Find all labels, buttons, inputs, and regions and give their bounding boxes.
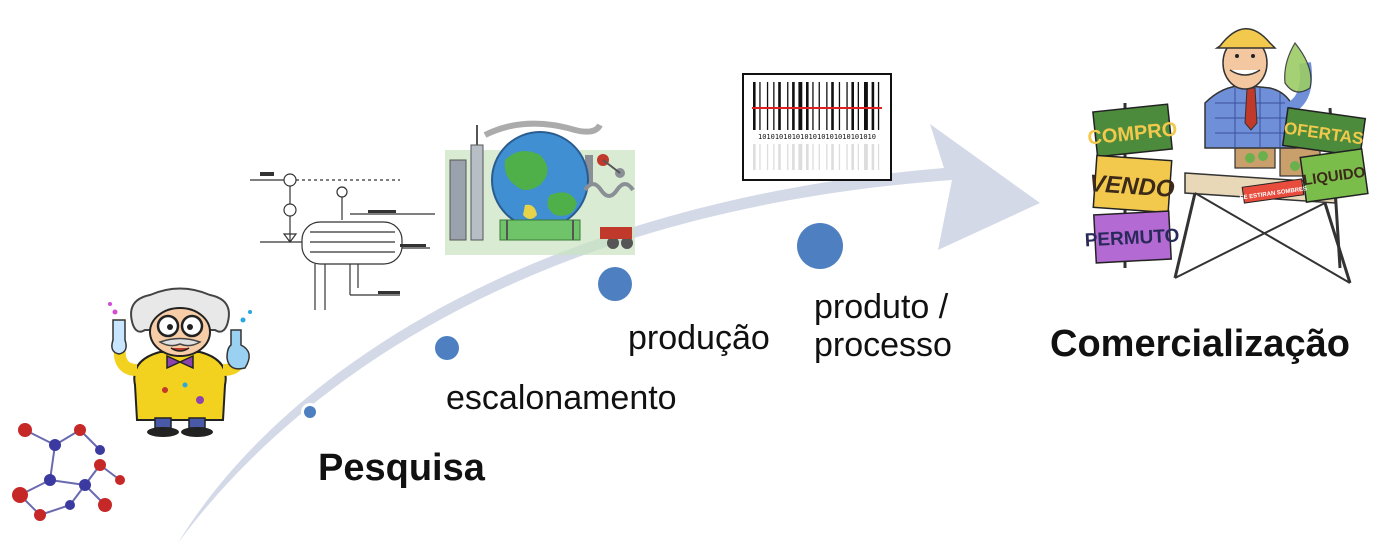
- sign-permuto: PERMUTO: [1084, 226, 1180, 252]
- stage-label-commercial: Comercialização: [1050, 323, 1350, 365]
- stage-label-product-line2: processo: [814, 326, 952, 364]
- stage-label-production: produção: [628, 319, 770, 357]
- stage-label-scaleup: escalonamento: [446, 379, 677, 417]
- molecule-icon: [12, 423, 125, 521]
- stage-dots: [301, 218, 848, 421]
- stage-label-research: Pesquisa: [318, 447, 485, 489]
- industrial-globe-icon: [445, 120, 635, 255]
- scientist-icon: [108, 287, 252, 437]
- stage-label-product-line1: produto /: [814, 288, 949, 326]
- sign-vendo: VENDO: [1088, 170, 1175, 203]
- stage-label-product: produto / processo: [814, 288, 952, 364]
- barcode-icon: 1010101010101010101010101010: [742, 73, 892, 181]
- process-schematic-icon: [250, 172, 435, 310]
- progress-arrow: [178, 124, 1040, 543]
- barcode-digits: 1010101010101010101010101010: [758, 133, 876, 141]
- market-vendor-icon: COMPRO VENDO PERMUTO OFERTAS LIQUIDO SE …: [1084, 28, 1369, 284]
